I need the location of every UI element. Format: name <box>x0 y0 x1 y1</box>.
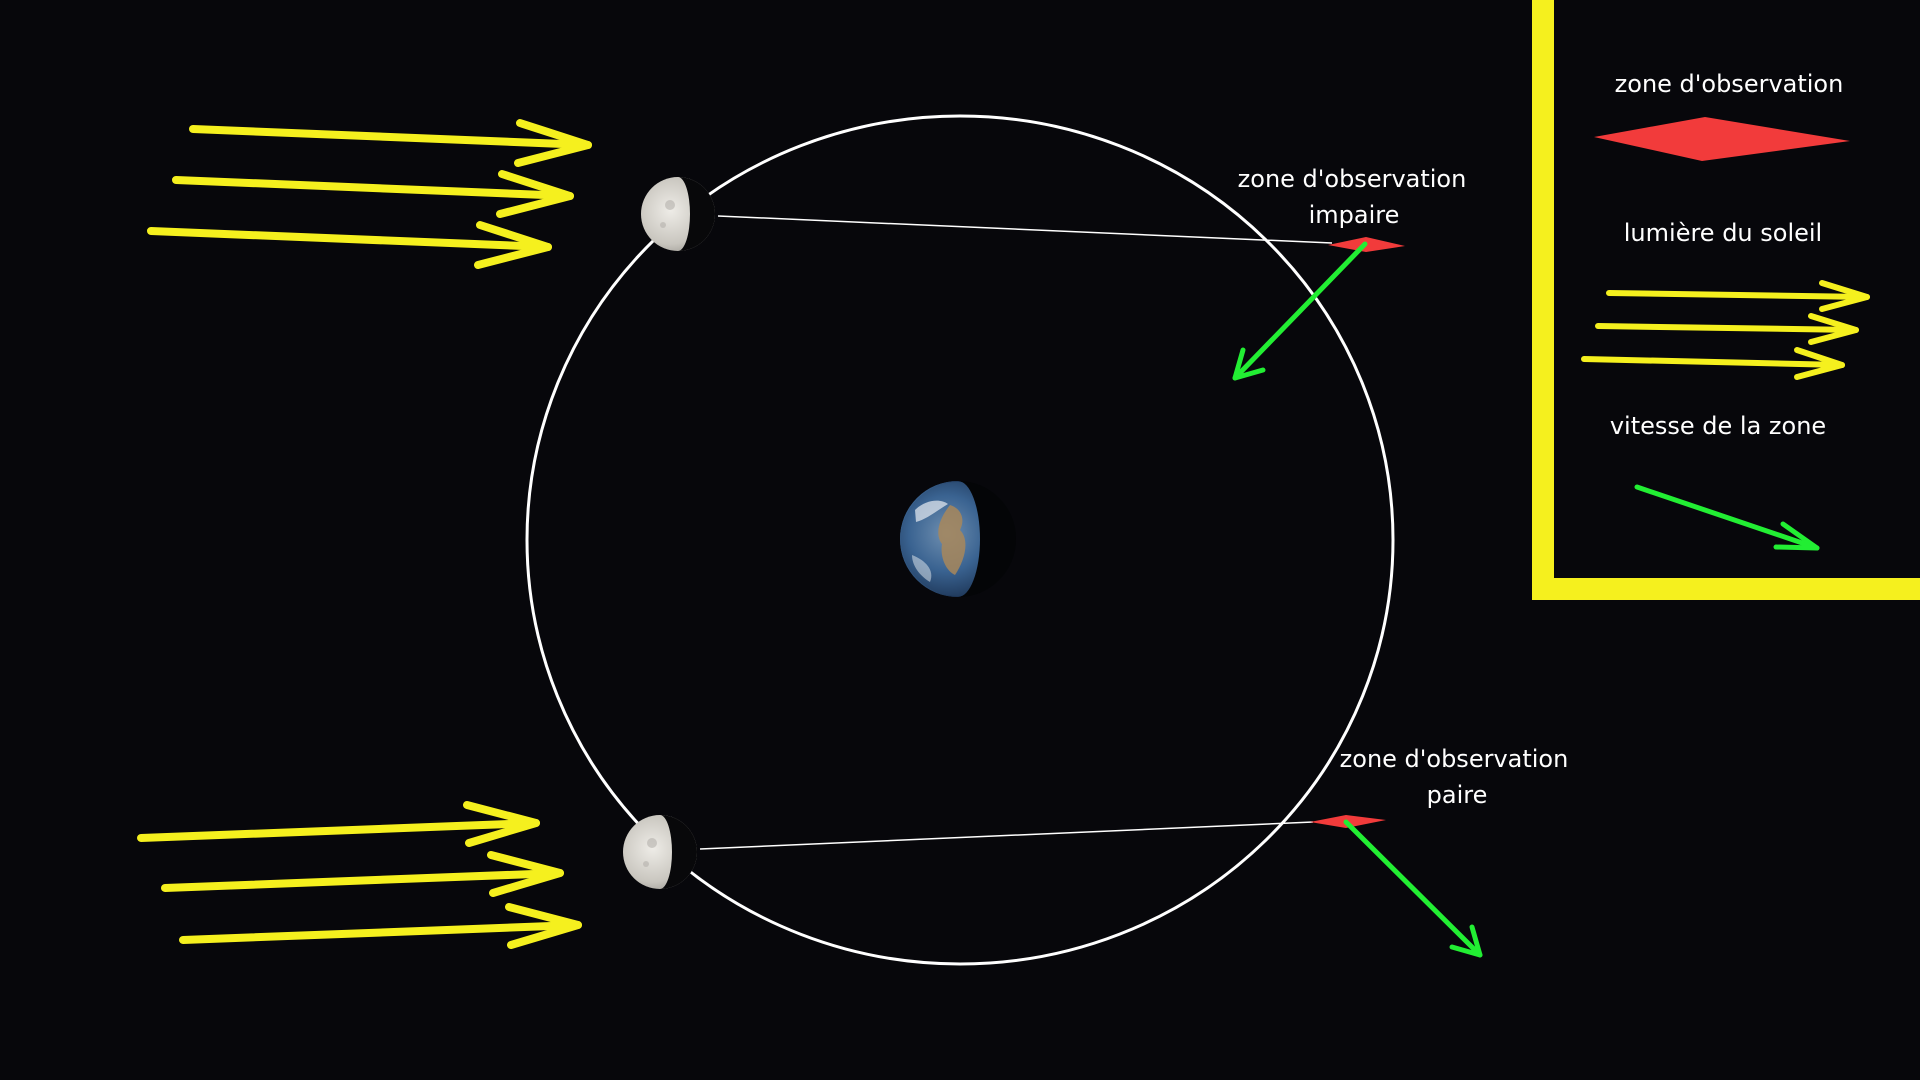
legend: zone d'observation lumière du soleil vit… <box>1532 0 1920 600</box>
velocity-arrow-even-icon <box>1343 819 1483 958</box>
legend-velocity-label: vitesse de la zone <box>1610 412 1826 440</box>
velocity-arrow-odd-icon <box>1232 241 1368 381</box>
odd-zone-label-line2: impaire <box>1309 201 1400 229</box>
even-zone-label-line1: zone d'observation <box>1340 745 1569 773</box>
sunlight-arrows-upper-icon <box>147 119 592 269</box>
sunlight-arrows-lower-icon <box>137 801 582 949</box>
moon-lower-icon <box>623 815 697 889</box>
even-zone-label-line2: paire <box>1427 781 1488 809</box>
legend-sunlight-icon <box>1581 280 1870 380</box>
odd-zone-label-line1: zone d'observation <box>1238 165 1467 193</box>
moon-orbit <box>525 114 1395 966</box>
legend-zone-label: zone d'observation <box>1615 70 1844 98</box>
legend-velocity-icon <box>1634 484 1820 551</box>
legend-border <box>1532 0 1920 600</box>
sightline-odd <box>717 215 1333 244</box>
legend-zone-icon <box>1594 117 1850 161</box>
sightline-even <box>699 821 1314 850</box>
earth-icon <box>900 481 1016 597</box>
moon-upper-icon <box>641 177 715 251</box>
legend-sunlight-label: lumière du soleil <box>1624 219 1822 247</box>
